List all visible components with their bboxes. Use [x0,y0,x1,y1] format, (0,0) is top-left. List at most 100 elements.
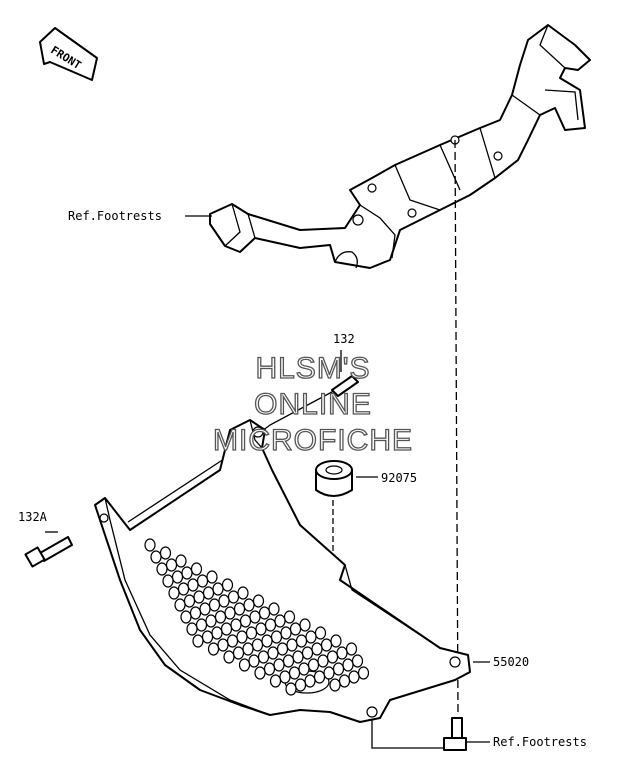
bolt-132A [24,536,73,568]
perforation-hole [171,570,184,584]
perforation-hole [243,598,255,612]
perforation-hole [242,642,254,656]
perforation-hole [220,622,233,636]
perforation-hole [187,578,199,592]
perforation-hole [330,634,342,648]
perforation-hole [248,654,260,668]
perforation-hole [162,574,174,588]
watermark-line-2: ONLINE [254,388,372,421]
perforation-hole [180,610,192,624]
damper-92075 [315,460,353,497]
perforation-hole [239,614,252,628]
perforation-hole [236,630,248,644]
perforation-hole [251,638,264,652]
callout-55020: 55020 [493,655,529,669]
perforation-hole [218,594,230,608]
perforation-hole [223,650,235,664]
perforation-hole [181,566,193,580]
perforation-hole [348,670,360,684]
perforation-hole [301,646,314,660]
perforation-hole [221,578,234,592]
perforation-hole [261,634,273,648]
callout-ref-footrests-bottom: Ref.Footrests [493,735,587,749]
perforation-hole [345,642,358,656]
perforation-hole [299,618,311,632]
perforation-hole [338,674,351,688]
perforation-hole [226,634,239,648]
skid-plate [94,419,471,723]
perforation-hole [252,594,265,608]
perforation-hole [357,666,370,680]
perforation-hole [199,602,211,616]
callout-92075: 92075 [381,471,417,485]
perforation-hole [168,586,180,600]
perforation-hole [257,650,270,664]
bolt-bottom [443,717,467,751]
perforation-hole [193,590,205,604]
perforation-hole [190,562,203,576]
perforation-hole [285,682,297,696]
perforation-hole [189,606,202,620]
perforation-hole [212,582,224,596]
perforation-hole [295,634,308,648]
callout-132A: 132A [18,510,48,524]
perforation-hole [294,678,307,692]
perforation-hole [332,662,345,676]
perforation-hole [183,594,196,608]
perforation-hole [258,606,271,620]
perforation-hole [314,626,327,640]
perforation-hole [336,646,348,660]
perforation-hole [270,630,283,644]
perforation-hole [150,550,162,564]
perforation-hole [254,666,266,680]
perforation-hole [276,642,289,656]
perforation-hole [279,670,291,684]
perforation-hole [268,602,280,616]
perforation-hole [211,626,223,640]
perforation-hole [195,618,208,632]
perforation-hole [237,586,249,600]
perforation-hole [351,654,364,668]
perforation-hole [320,638,333,652]
perforation-hole [267,646,279,660]
perforation-hole [264,618,277,632]
perforation-hole [311,642,323,656]
perforation-hole [282,654,295,668]
perforation-hole [186,622,198,636]
perforation-hole [156,562,168,576]
watermark-line-3: MICROFICHE [213,424,413,457]
perforation-hole [329,678,341,692]
perforation-hole [289,622,302,636]
perforation-hole [323,666,335,680]
front-arrow-icon: FRONT [39,27,98,81]
callout-132: 132 [333,332,355,346]
perforation-hole [159,546,172,560]
perforation-hole [208,598,221,612]
bolt-132 [331,375,359,397]
perforation-hole [245,626,258,640]
perforation-hole [232,646,245,660]
perforation-hole [255,622,267,636]
perforation-hole [283,610,296,624]
perforation-hole [326,650,339,664]
frame-bracket [209,24,591,269]
perforation-hole [292,650,304,664]
perforation-hole [286,638,298,652]
perforation-hole [342,658,354,672]
perforation-hole [288,666,301,680]
perforation-hole [177,582,190,596]
perforation-hole [217,638,229,652]
watermark-line-1: HLSM'S [255,352,370,385]
perforation-hole [224,606,236,620]
perforation-hole [174,598,186,612]
perforation-hole [304,674,316,688]
perforation-hole [175,554,187,568]
perforation-hole [192,634,204,648]
perforation-hole [233,602,246,616]
perforation-hole [214,610,227,624]
perforation-hole [269,674,282,688]
perforation-hole [274,614,286,628]
perforation-hole [207,642,220,656]
